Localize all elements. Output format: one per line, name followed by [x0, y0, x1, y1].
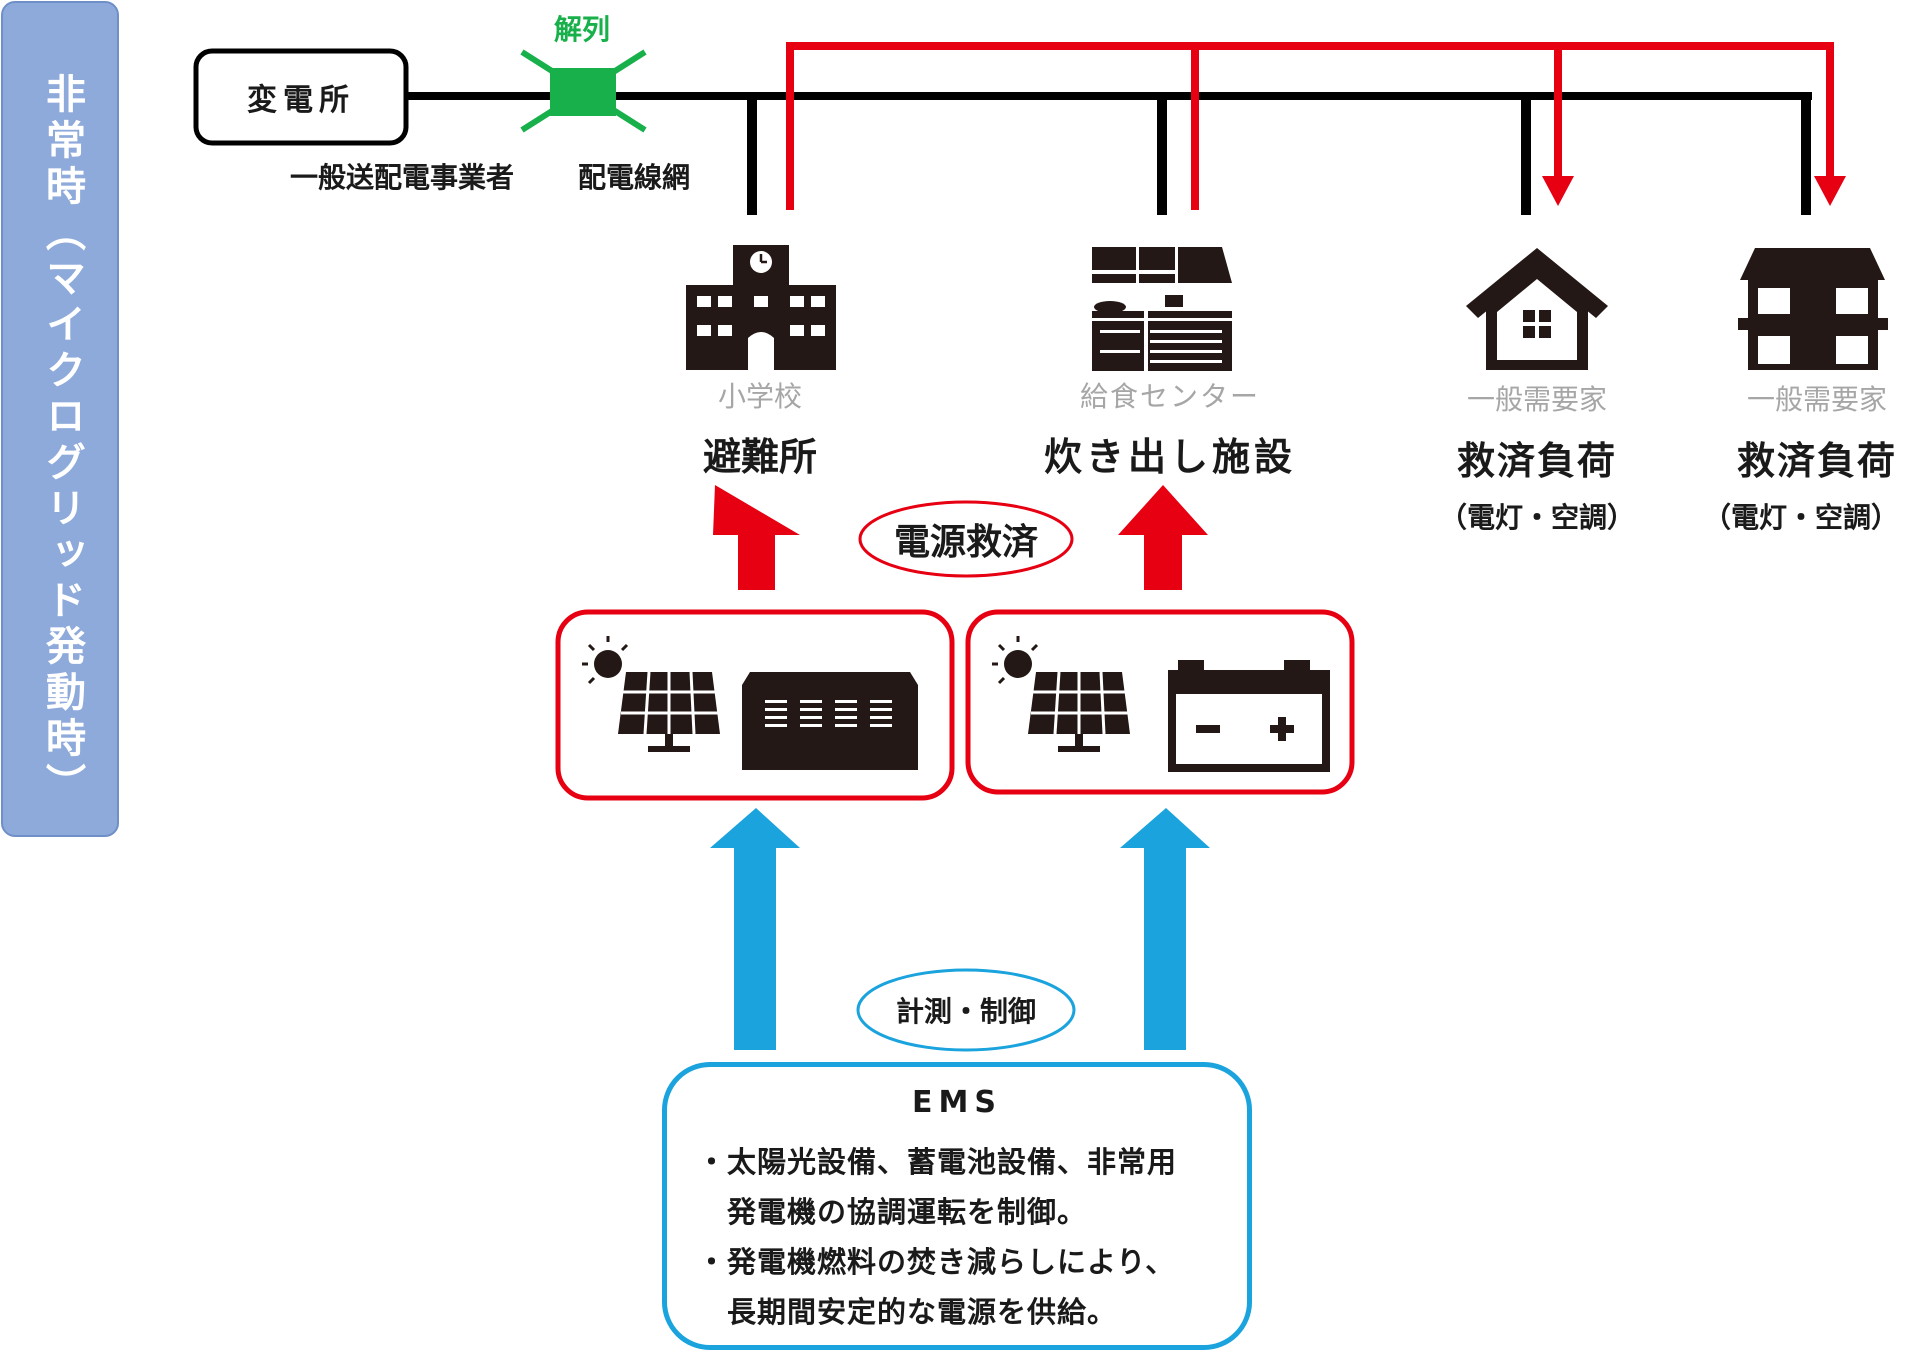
operator-label: 一般送配電事業者: [290, 161, 515, 194]
generator-icon: [742, 672, 918, 770]
disconnect-label: 解列: [554, 13, 611, 46]
solar-panel-icon-left: [582, 636, 720, 752]
ems-line-3: ・発電機燃料の焚き減らしにより、: [697, 1245, 1176, 1279]
facility-sub-label-house1: 一般需要家: [1466, 383, 1607, 416]
ems-line-2: 発電機の協調運転を制御。: [697, 1195, 1088, 1229]
ems-line-1: ・太陽光設備、蓄電池設備、非常用: [697, 1145, 1178, 1179]
apartment-icon: [1738, 248, 1888, 370]
facility-sub-label-house2: 一般需要家: [1746, 383, 1887, 416]
facility-main-label-school: 避難所: [702, 435, 817, 479]
substation-box: [193, 48, 409, 146]
house-icon: [1466, 248, 1608, 370]
substation-label: 変電所: [247, 83, 355, 118]
ems-line-4: 長期間安定的な電源を供給。: [697, 1295, 1118, 1329]
red-up-arrow-left: [713, 485, 800, 590]
blue-up-arrow-left: [710, 808, 800, 1050]
network-label: 配電線網: [578, 161, 691, 194]
red-arrowhead-house1: [1542, 176, 1574, 206]
measure-control-oval: [856, 968, 1076, 1052]
battery-icon: [1168, 660, 1330, 772]
measure-control-label: 計測・制御: [895, 995, 1036, 1028]
facility-sub-label-school: 小学校: [717, 380, 802, 413]
facility-main-label-house2: 救済負荷: [1736, 439, 1897, 483]
blue-up-arrow-right: [1120, 808, 1210, 1050]
mode-label-panel: 非常時（マイクログリッド発動時）: [1, 1, 119, 837]
facility-main-label-kitchen: 炊き出し施設: [1043, 435, 1296, 479]
power-rescue-label: 電源救済: [893, 522, 1038, 563]
ems-title: EMS: [912, 1085, 1002, 1120]
facility-main-label-house1: 救済負荷: [1456, 439, 1617, 483]
red-up-arrow-right: [1118, 485, 1208, 590]
facility-detail-label-house2: （電灯・空調）: [1702, 501, 1899, 534]
mode-label-text: 非常時（マイクログリッド発動時）: [39, 73, 85, 809]
facility-sub-label-kitchen: 給食センター: [1079, 380, 1260, 413]
microgrid-red-line: [786, 42, 1834, 210]
ems-box: EMS ・太陽光設備、蓄電池設備、非常用 発電機の協調運転を制御。 ・発電機燃料…: [662, 1062, 1252, 1350]
disconnect-switch-icon: [520, 49, 647, 133]
kitchen-icon: [1092, 247, 1232, 371]
school-icon: [686, 245, 836, 370]
power-rescue-oval: [858, 500, 1074, 578]
red-arrowhead-house2: [1814, 176, 1846, 206]
facility-detail-label-house1: （電灯・空調）: [1438, 501, 1635, 534]
solar-panel-icon-right: [992, 636, 1130, 752]
